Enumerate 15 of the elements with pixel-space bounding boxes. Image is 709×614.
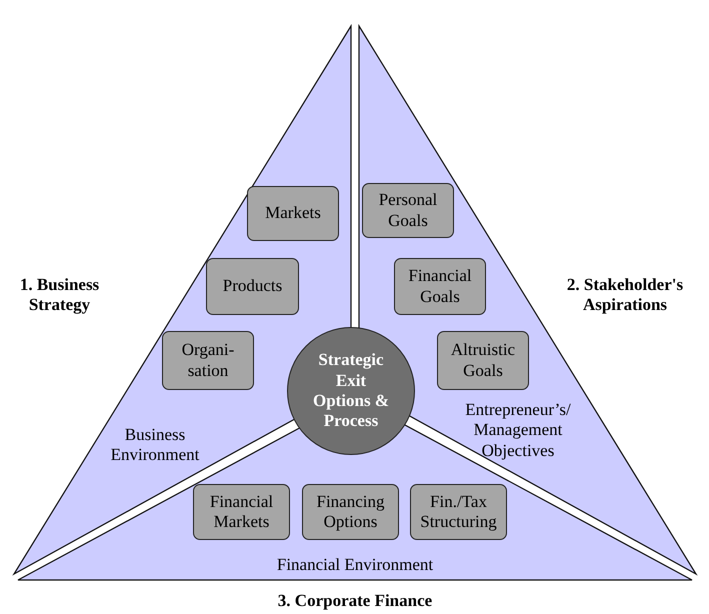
- topic-box: Organi- sation: [162, 331, 254, 390]
- topic-box: Altruistic Goals: [437, 331, 529, 390]
- sector-label: Financial Environment: [276, 555, 434, 576]
- topic-box: Products: [206, 258, 299, 315]
- topic-box: Personal Goals: [362, 183, 454, 238]
- section-heading: 3. Corporate Finance: [276, 591, 434, 612]
- section-heading: 1. Business Strategy: [18, 275, 100, 316]
- sector-label: Business Environment: [110, 425, 200, 466]
- topic-box: Financial Goals: [394, 258, 486, 315]
- topic-box: Fin./Tax Structuring: [410, 484, 507, 540]
- section-heading: 2. Stakeholder's Aspirations: [566, 275, 684, 316]
- topic-box: Markets: [247, 186, 339, 241]
- sector-label: Entrepreneur’s/ Management Objectives: [464, 400, 572, 462]
- topic-box: Financing Options: [302, 484, 399, 540]
- topic-box: Financial Markets: [193, 484, 290, 540]
